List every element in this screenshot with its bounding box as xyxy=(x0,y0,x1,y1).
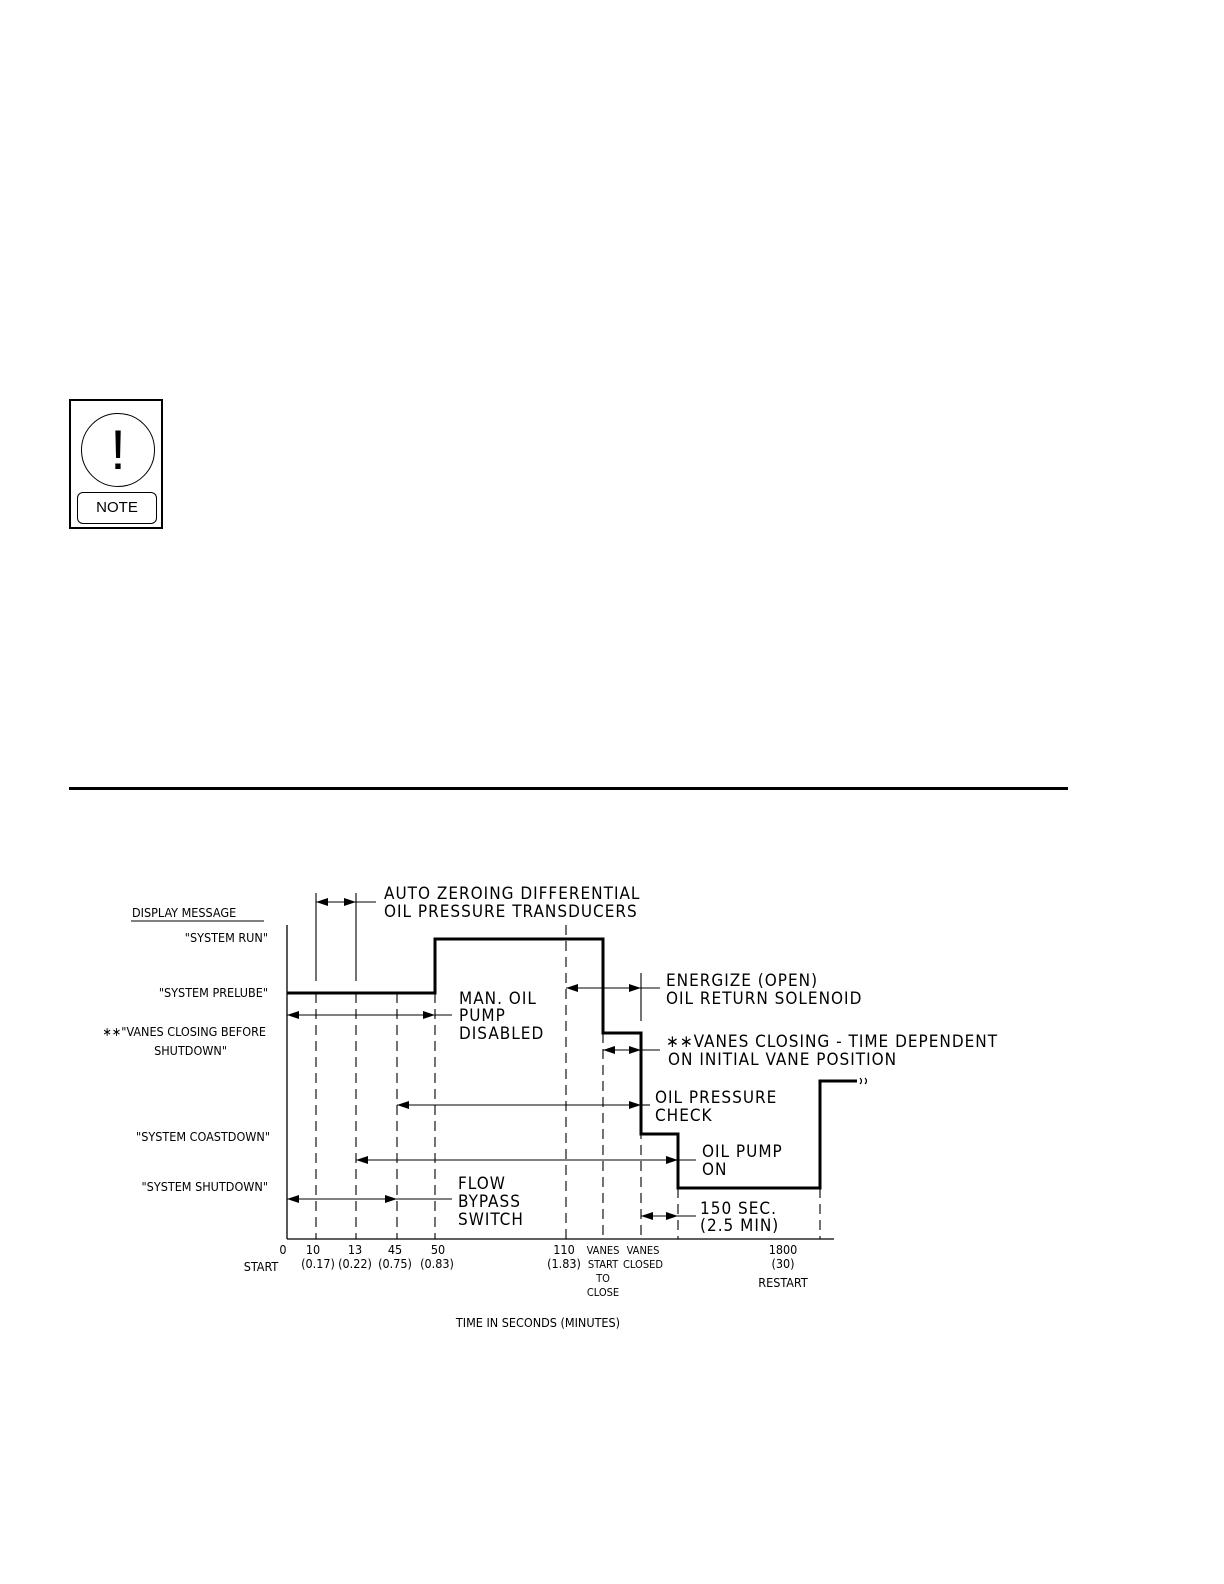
tick-45-sub: (0.75) xyxy=(378,1256,412,1271)
tick-10: 10 xyxy=(306,1242,320,1257)
tick-vanes-start-1: VANES xyxy=(587,1244,620,1257)
tick-0: 0 xyxy=(279,1242,286,1257)
note-icon: ! NOTE xyxy=(69,399,163,529)
tick-110: 110 xyxy=(553,1242,574,1257)
man-oil-line1: MAN. OIL xyxy=(459,989,537,1009)
state-system-coastdown: "SYSTEM COASTDOWN" xyxy=(136,1129,270,1144)
man-oil-line2: PUMP xyxy=(459,1006,506,1026)
oil-pump-line1: OIL PUMP xyxy=(702,1142,783,1162)
tick-1800-restart: RESTART xyxy=(758,1275,808,1290)
tick-50-sub: (0.83) xyxy=(420,1256,454,1271)
state-system-prelube: "SYSTEM PRELUBE" xyxy=(159,985,268,1000)
150-sec-line1: 150 SEC. xyxy=(700,1199,777,1219)
section-divider xyxy=(69,787,1068,790)
start-sequence-diagram: DISPLAY MESSAGE "SYSTEM RUN" "SYSTEM PRE… xyxy=(102,884,998,1330)
note-label: NOTE xyxy=(77,492,157,524)
vanes-dependent-line2: ON INITIAL VANE POSITION xyxy=(668,1050,897,1070)
auto-zero-line2: OIL PRESSURE TRANSDUCERS xyxy=(384,902,638,922)
tick-vanes-start-3: TO xyxy=(595,1272,610,1285)
x-axis-label: TIME IN SECONDS (MINUTES) xyxy=(455,1315,620,1330)
reference-lines xyxy=(315,893,821,1239)
state-vanes-closing-line2: SHUTDOWN" xyxy=(154,1043,227,1058)
vanes-dependent-line1: ∗∗VANES CLOSING - TIME DEPENDENT xyxy=(666,1032,998,1052)
tick-1800: 1800 xyxy=(769,1242,798,1257)
oil-pump-line2: ON xyxy=(702,1160,727,1180)
state-system-shutdown: "SYSTEM SHUTDOWN" xyxy=(142,1179,268,1194)
oil-pressure-check-line2: CHECK xyxy=(655,1106,713,1126)
note-circle: ! xyxy=(81,413,155,487)
state-system-run: "SYSTEM RUN" xyxy=(185,930,268,945)
flow-bypass-line3: SWITCH xyxy=(458,1210,524,1230)
tick-10-sub: (0.17) xyxy=(301,1256,335,1271)
energize-line2: OIL RETURN SOLENOID xyxy=(666,989,862,1009)
man-oil-line3: DISABLED xyxy=(459,1024,544,1044)
tick-vanes-start-2: START xyxy=(588,1258,619,1271)
tick-vanes-start-4: CLOSE xyxy=(587,1286,619,1299)
oil-pressure-check-line1: OIL PRESSURE xyxy=(655,1088,777,1108)
tick-vanes-closed-2: CLOSED xyxy=(623,1258,663,1271)
tick-0-sub: START xyxy=(244,1259,279,1274)
tick-1800-sub: (30) xyxy=(771,1256,794,1271)
flow-bypass-line2: BYPASS xyxy=(458,1192,521,1212)
tick-vanes-closed-1: VANES xyxy=(627,1244,660,1257)
tick-50: 50 xyxy=(431,1242,445,1257)
tick-110-sub: (1.83) xyxy=(547,1256,581,1271)
state-vanes-closing-line1: ∗∗"VANES CLOSING BEFORE xyxy=(102,1024,266,1039)
y-header: DISPLAY MESSAGE xyxy=(132,905,236,920)
150-sec-line2: (2.5 MIN) xyxy=(700,1216,779,1236)
flow-bypass-line1: FLOW xyxy=(458,1174,506,1194)
tick-13-sub: (0.22) xyxy=(338,1256,372,1271)
state-trace xyxy=(287,937,857,1190)
exclamation-icon: ! xyxy=(110,418,126,481)
break-mark xyxy=(859,1077,868,1085)
tick-45: 45 xyxy=(388,1242,402,1257)
energize-line1: ENERGIZE (OPEN) xyxy=(666,971,818,991)
tick-13: 13 xyxy=(348,1242,362,1257)
auto-zero-line1: AUTO ZEROING DIFFERENTIAL xyxy=(384,884,640,904)
